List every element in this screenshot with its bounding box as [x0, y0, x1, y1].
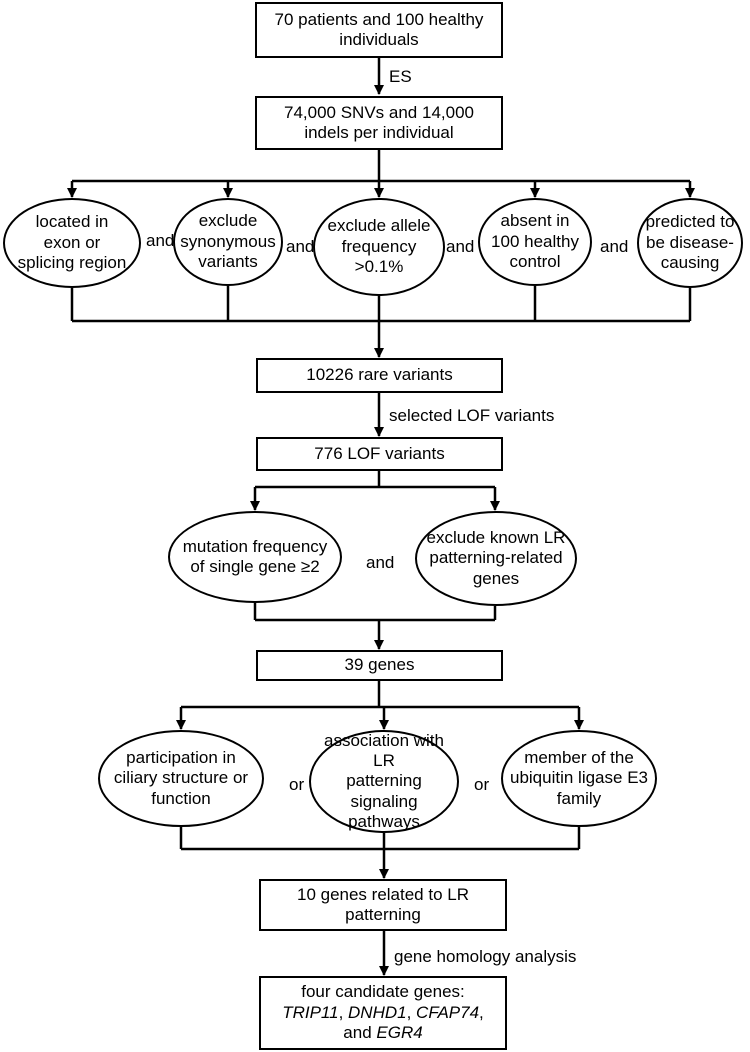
genes-39-box: 39 genes: [256, 650, 503, 681]
gene-egr4: EGR4: [376, 1023, 423, 1043]
final-candidates-box: four candidate genes: TRIP11, DNHD1, CFA…: [259, 976, 507, 1050]
connector-and-4: and: [600, 237, 629, 256]
edge-label-selected-lof: selected LOF variants: [389, 406, 555, 425]
connector-and-3: and: [446, 237, 475, 256]
connector-and-mid: and: [366, 553, 395, 572]
connector-or-1: or: [289, 775, 305, 794]
lof-variants-box: 776 LOF variants: [256, 437, 503, 471]
connector-and-1: and: [146, 231, 175, 250]
connector-and-2: and: [286, 237, 315, 256]
gene-cfap74: CFAP74: [416, 1002, 480, 1022]
edge-label-es: ES: [389, 67, 412, 86]
edge-label-homology: gene homology analysis: [394, 947, 577, 966]
connector-or-2: or: [474, 775, 490, 794]
gene-dnhd1: DNHD1: [348, 1002, 407, 1022]
rare-variants-box: 10226 rare variants: [256, 358, 503, 393]
gene-trip11: TRIP11: [282, 1002, 339, 1022]
